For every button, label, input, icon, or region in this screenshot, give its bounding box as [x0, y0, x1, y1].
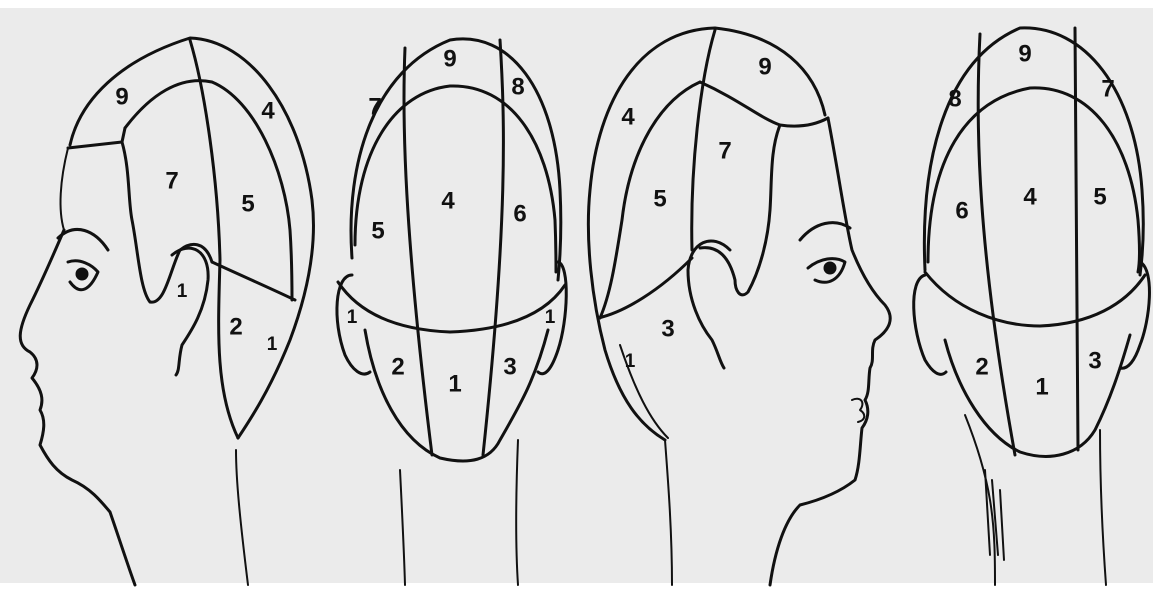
- head4-label-1: 1: [1035, 373, 1048, 400]
- head2-label-2: 2: [391, 353, 404, 380]
- head3-ear: [688, 241, 730, 368]
- head-back-view-1: 9 7 8 4 5 6 1 2 3 1 1: [337, 39, 566, 585]
- head1-skull-outline: [70, 38, 313, 438]
- head2-crown-ring: [355, 86, 556, 272]
- head1-side-hairline: [122, 142, 212, 302]
- head4-neck-right: [1100, 430, 1106, 585]
- head4-label-9: 9: [1018, 40, 1031, 67]
- head3-eyebrow: [800, 223, 850, 240]
- head4-skull-outline: [924, 28, 1143, 275]
- head1-nape-parting: [212, 262, 295, 300]
- head2-neck-left: [400, 470, 405, 585]
- head3-skull-outline: [588, 28, 825, 440]
- head2-label-8: 8: [511, 73, 524, 100]
- head2-neck-right: [516, 440, 518, 585]
- head1-pupil: [76, 268, 88, 280]
- head3-label-4: 4: [621, 103, 635, 130]
- top-margin: [0, 0, 1153, 8]
- head-back-view-2: 9 8 7 4 6 5 2 1 3: [914, 28, 1150, 585]
- head4-crown-ring: [928, 88, 1140, 272]
- head3-lips: [852, 399, 864, 422]
- head2-parting-left: [404, 48, 432, 455]
- head3-pupil: [824, 262, 836, 274]
- head4-label-7: 7: [1101, 75, 1114, 102]
- head1-ear: [172, 248, 208, 375]
- head2-label-6: 6: [513, 200, 526, 227]
- head1-eyebrow: [58, 229, 108, 250]
- head4-label-2: 2: [975, 353, 988, 380]
- head3-face-profile: [770, 118, 890, 585]
- head1-label-1: 1: [267, 334, 278, 355]
- head1-label-5: 5: [241, 190, 254, 217]
- head3-label-1: 1: [625, 351, 636, 372]
- head1-label-4: 4: [261, 97, 275, 124]
- head2-label-5: 5: [371, 217, 384, 244]
- head4-nape-parting: [925, 272, 1145, 326]
- head1-ear-label: 1: [177, 281, 188, 302]
- head2-nape-parting: [338, 282, 565, 332]
- head1-neck-back: [236, 450, 248, 585]
- head2-label-9: 9: [443, 45, 456, 72]
- head3-crown-curve: [600, 82, 700, 318]
- head2-ear-right-label: 1: [545, 307, 556, 328]
- head3-side-hairline: [700, 125, 780, 295]
- head1-label-2: 2: [229, 313, 242, 340]
- head3-section9-edge: [700, 82, 828, 126]
- head1-front-hairline: [68, 128, 125, 148]
- head4-label-6: 6: [955, 197, 968, 224]
- head4-parting-left: [978, 34, 1015, 455]
- head2-label-3: 3: [503, 353, 516, 380]
- head4-label-5: 5: [1093, 183, 1106, 210]
- head-right-profile: 9 4 7 5 3 1: [588, 28, 890, 585]
- head3-nape-parting: [598, 258, 692, 318]
- head4-label-8: 8: [948, 85, 961, 112]
- head2-ear-left-label: 1: [347, 307, 358, 328]
- head1-label-7: 7: [165, 167, 178, 194]
- head4-label-4: 4: [1023, 183, 1037, 210]
- head1-face-profile: [20, 230, 135, 585]
- head2-label-4: 4: [441, 187, 455, 214]
- head3-vertical-parting: [692, 30, 715, 250]
- head3-label-7: 7: [718, 137, 731, 164]
- head1-temple: [61, 148, 68, 230]
- head3-label-3: 3: [661, 315, 674, 342]
- head3-label-9: 9: [758, 53, 771, 80]
- bottom-margin: [0, 583, 1153, 591]
- head4-label-3: 3: [1088, 347, 1101, 374]
- head1-vertical-parting: [190, 40, 238, 438]
- head4-parting-right: [1075, 28, 1078, 450]
- head-left-profile: 9 7 4 5 2 1 1: [20, 38, 313, 585]
- head1-label-9: 9: [115, 83, 128, 110]
- head2-label-1: 1: [448, 370, 461, 397]
- head3-label-5: 5: [653, 185, 666, 212]
- head3-neck-back: [665, 440, 672, 585]
- head2-label-7: 7: [368, 93, 381, 120]
- head4-neck-left: [965, 415, 995, 585]
